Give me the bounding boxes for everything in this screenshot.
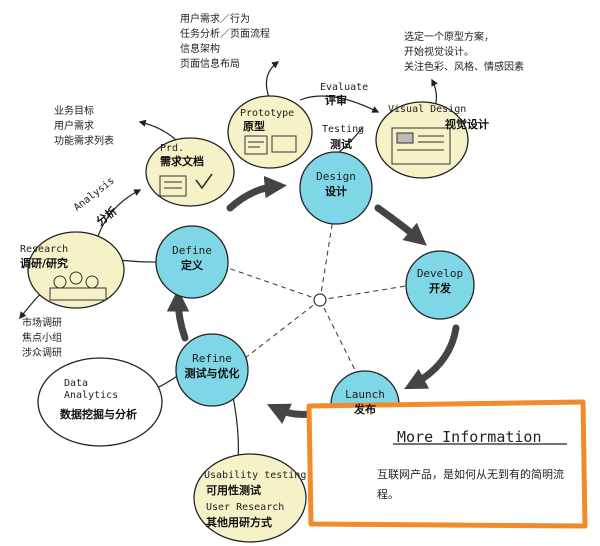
data-zh: 数据挖掘与分析	[60, 408, 137, 421]
arrow-refine-to-define	[166, 289, 190, 342]
node-launch-label: Launch 发布	[320, 388, 410, 417]
data-en2: Analytics	[64, 390, 119, 401]
node-design-en: Design	[316, 170, 356, 183]
node-launch-en: Launch	[345, 388, 385, 401]
node-design	[299, 151, 373, 225]
node-define-label: Define 定义	[147, 244, 237, 273]
usability-zh2: 其他用研方式	[206, 516, 272, 529]
process-nodes	[155, 151, 475, 440]
bubble-research	[27, 231, 125, 309]
node-launch-zh: 发布	[354, 403, 376, 416]
bubble-prd	[145, 137, 235, 207]
spoke-develop	[319, 284, 413, 301]
visual-design-zh: 视觉设计	[445, 118, 489, 131]
usability-en1: Usability testing	[204, 470, 307, 481]
node-develop-zh: 开发	[429, 282, 451, 295]
note-line: 开始视觉设计。	[404, 47, 474, 58]
more-info-text: 互联网产品，是如何从无到有的简明流程。	[377, 468, 564, 501]
prototype-zh: 原型	[243, 120, 265, 133]
prd-en: Prd.	[160, 143, 185, 154]
node-refine-en: Refine	[192, 352, 232, 365]
edge-testing-en: Testing	[322, 124, 365, 135]
note-line: 选定一个原型方案，	[404, 32, 494, 43]
note-prd: 业务目标 用户需求 功能需求列表	[54, 104, 114, 149]
center-hub	[313, 293, 327, 307]
sketch-doodles	[49, 127, 451, 301]
edge-evaluate-zh: 评审	[325, 94, 347, 107]
visual-design-en: Visual Design	[388, 104, 467, 115]
note-line: 用户需求／行为	[180, 14, 250, 25]
connector-research-prd	[97, 189, 142, 237]
note-prototype: 用户需求／行为 任务分析／页面流程 信息架构 页面信息布局	[180, 12, 270, 72]
sketch-bubbles	[27, 95, 469, 543]
visual-mockup-icon	[391, 127, 451, 165]
note-line: 业务目标	[54, 106, 94, 117]
spoke-define	[227, 267, 321, 301]
node-develop-label: Develop 开发	[395, 267, 485, 296]
node-refine-label: Refine 测试与优化	[167, 352, 257, 381]
note-line: 用户需求	[54, 121, 94, 132]
note-line: 市场调研	[22, 318, 62, 329]
connector-research-note	[19, 291, 43, 320]
node-develop-en: Develop	[416, 267, 464, 280]
node-design-label: Design 设计	[291, 170, 381, 199]
usability-zh1: 可用性测试	[206, 484, 261, 497]
table-icon	[49, 287, 107, 301]
note-line: 信息架构	[180, 44, 220, 55]
arrow-design-to-develop	[374, 204, 427, 246]
data-en1: Data	[64, 378, 89, 389]
more-info-title: More Information	[397, 428, 542, 446]
edge-evaluate-en: Evaluate	[320, 82, 369, 93]
prd-zh: 需求文档	[160, 155, 204, 168]
research-en: Research	[20, 244, 69, 255]
note-line: 涉众调研	[22, 348, 62, 359]
node-refine	[175, 333, 249, 407]
spoke-launch	[319, 299, 361, 381]
bubble-prototype	[227, 95, 313, 169]
spoke-refine	[239, 299, 321, 363]
node-define-zh: 定义	[181, 259, 203, 272]
note-line: 焦点小组	[22, 333, 62, 344]
prototype-en: Prototype	[240, 108, 295, 119]
bubble-usability	[193, 453, 307, 543]
person-icon	[69, 271, 83, 285]
bubble-data-analytics	[37, 357, 163, 447]
note-visual: 选定一个原型方案， 开始视觉设计。 关注色彩、风格、情感因素	[404, 30, 524, 75]
bubble-visual-design	[375, 101, 469, 179]
more-info-panel	[306, 399, 588, 529]
usability-en2: User Research	[206, 502, 285, 513]
note-line: 关注色彩、风格、情感因素	[404, 62, 524, 73]
research-zh: 调研/研究	[20, 257, 69, 270]
document-icon	[159, 175, 187, 197]
node-design-zh: 设计	[325, 185, 347, 198]
edge-testing-zh: 测试	[330, 138, 352, 151]
arrow-define-to-design	[226, 175, 287, 212]
checkmark-icon	[195, 173, 213, 190]
note-line: 页面信息布局	[180, 59, 240, 70]
node-refine-zh: 测试与优化	[184, 367, 240, 380]
note-line: 任务分析／页面流程	[180, 29, 270, 40]
node-define	[155, 225, 229, 299]
connector-refine-usability	[231, 391, 239, 461]
prototype-wireframe-icon	[271, 135, 297, 153]
connector-evaluate	[299, 95, 380, 113]
node-define-en: Define	[172, 244, 212, 257]
note-line: 功能需求列表	[54, 136, 114, 147]
arrow-develop-to-launch	[404, 324, 460, 390]
note-research: 市场调研 焦点小组 涉众调研	[22, 316, 62, 361]
prototype-wireframe-icon	[244, 135, 268, 155]
node-develop	[405, 250, 475, 320]
